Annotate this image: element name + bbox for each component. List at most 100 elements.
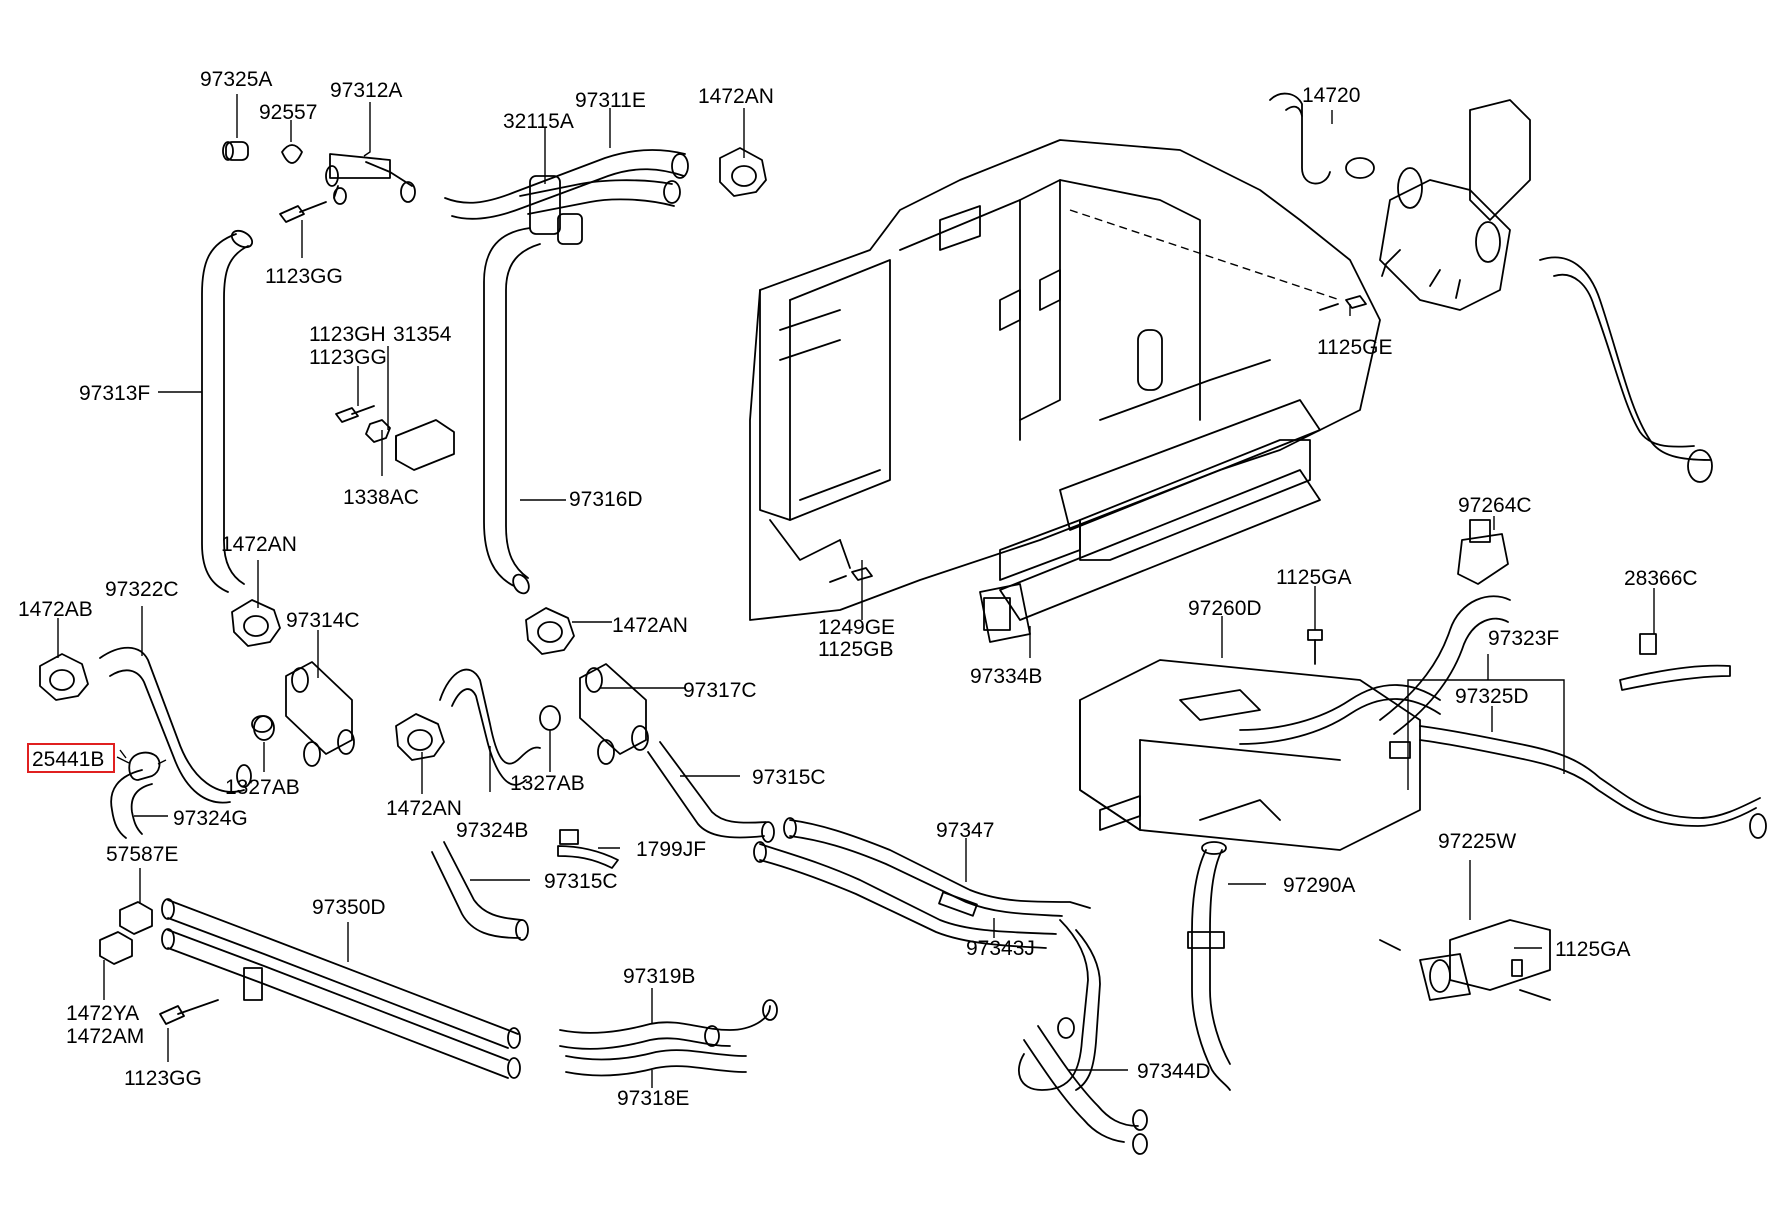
collar-1327AB-b	[539, 705, 561, 731]
label-1338AC[interactable]: 1338AC	[343, 486, 419, 509]
label-1125GB[interactable]: 1125GB	[818, 638, 894, 661]
label-97311E[interactable]: 97311E	[575, 89, 646, 112]
pipe-97311E	[444, 149, 689, 245]
label-14720[interactable]: 14720	[1302, 84, 1360, 107]
label-97344D[interactable]: 97344D	[1137, 1060, 1211, 1083]
label-97350D[interactable]: 97350D	[312, 896, 386, 919]
label-1327AB-a[interactable]: 1327AB	[225, 776, 300, 799]
label-97334B[interactable]: 97334B	[970, 665, 1042, 688]
clamp-1472AB	[39, 653, 89, 701]
sensor-97264C	[1457, 519, 1509, 585]
label-1125GE[interactable]: 1125GE	[1317, 336, 1393, 359]
label-1123GG-a[interactable]: 1123GG	[265, 265, 343, 288]
label-97325A[interactable]: 97325A	[200, 68, 272, 91]
label-97347[interactable]: 97347	[936, 819, 994, 842]
hvac-housing	[749, 139, 1381, 621]
label-97264C[interactable]: 97264C	[1458, 494, 1532, 517]
bolt-1125GA-a	[1307, 629, 1323, 665]
clamp-57587E-1472YA	[99, 901, 153, 965]
label-31354[interactable]: 31354	[393, 323, 452, 346]
valve-97314C	[251, 661, 355, 767]
label-97260D[interactable]: 97260D	[1188, 597, 1262, 620]
label-97312A[interactable]: 97312A	[330, 79, 402, 102]
label-97324B[interactable]: 97324B	[456, 819, 528, 842]
bolt-1123GG-c	[159, 999, 219, 1025]
label-28366C[interactable]: 28366C	[1624, 567, 1698, 590]
label-97324G[interactable]: 97324G	[173, 807, 248, 830]
label-32115A[interactable]: 32115A	[503, 110, 574, 133]
hose-thermostat-outlet	[1539, 256, 1713, 483]
label-97317C[interactable]: 97317C	[683, 679, 757, 702]
label-97323F[interactable]: 97323F	[1488, 627, 1559, 650]
label-97315C-a[interactable]: 97315C	[752, 766, 826, 789]
bolt-1125GA-b	[1511, 959, 1523, 977]
hose-97324B	[439, 668, 541, 786]
hose-14720	[1269, 92, 1331, 185]
clip-1799JF	[557, 829, 619, 869]
clamp-1472AN-c	[525, 607, 575, 655]
part-labels: 97325A 92557 97312A 97311E 32115A 1472AN…	[18, 68, 1698, 1110]
label-1123GH[interactable]: 1123GH	[309, 323, 386, 346]
collar-1327AB-a	[253, 715, 275, 741]
label-1472AN-a[interactable]: 1472AN	[698, 85, 774, 108]
valve-97225W	[1379, 919, 1551, 1001]
label-1125GA-a[interactable]: 1125GA	[1276, 566, 1352, 589]
pipe-97350D	[161, 898, 521, 1079]
clamp-1472AN-a	[719, 147, 767, 197]
pipe-97318E	[565, 1049, 747, 1077]
label-1327AB-b[interactable]: 1327AB	[510, 772, 585, 795]
label-97290A[interactable]: 97290A	[1283, 874, 1355, 897]
label-1249GE[interactable]: 1249GE	[818, 616, 895, 639]
label-1125GA-b[interactable]: 1125GA	[1555, 938, 1631, 961]
clamp-1472AN-d	[395, 713, 445, 761]
hose-97290A	[1187, 841, 1231, 1091]
hose-97315C-b	[431, 841, 529, 941]
canister-97260D	[1079, 595, 1511, 851]
label-1472YA[interactable]: 1472YA	[66, 1002, 139, 1025]
highlight-box-25441B	[27, 743, 115, 773]
label-97316D[interactable]: 97316D	[569, 488, 643, 511]
hose-97316D	[483, 227, 541, 595]
label-97325D[interactable]: 97325D	[1455, 685, 1529, 708]
screw-1249GE	[829, 567, 873, 583]
tie-28366C	[1619, 633, 1731, 691]
label-1123GG-c[interactable]: 1123GG	[124, 1067, 202, 1090]
label-97319B[interactable]: 97319B	[623, 965, 695, 988]
pipe-97347	[753, 817, 1091, 949]
diagram-drawings	[39, 92, 1767, 1155]
label-1472AN-d[interactable]: 1472AN	[386, 797, 462, 820]
label-97318E[interactable]: 97318E	[617, 1087, 689, 1110]
label-97343J[interactable]: 97343J	[966, 937, 1035, 960]
label-25441B[interactable]: 25441B	[32, 748, 104, 771]
bolt-1123GG-a	[279, 201, 327, 223]
hose-97324G	[110, 769, 153, 839]
label-1799JF[interactable]: 1799JF	[636, 838, 706, 861]
hose-97313F	[201, 229, 254, 593]
bracket-31354	[395, 419, 455, 471]
label-1472AN-c[interactable]: 1472AN	[612, 614, 688, 637]
leader-lines	[57, 94, 1655, 1088]
part-92557-clip	[281, 144, 303, 164]
hose-97322C	[99, 646, 252, 804]
label-92557[interactable]: 92557	[259, 101, 317, 124]
clamp-1472AN-b	[231, 599, 281, 647]
label-1123GG-b[interactable]: 1123GG	[309, 346, 387, 369]
hose-97315C-a	[647, 741, 775, 843]
label-97313F[interactable]: 97313F	[79, 382, 150, 405]
label-1472AM[interactable]: 1472AM	[66, 1025, 144, 1048]
label-97315C-b[interactable]: 97315C	[544, 870, 618, 893]
label-97225W[interactable]: 97225W	[1438, 830, 1516, 853]
label-1472AB[interactable]: 1472AB	[18, 598, 93, 621]
duct-97334B	[979, 399, 1321, 643]
part-97325A-cap	[222, 141, 249, 161]
label-57587E[interactable]: 57587E	[106, 843, 178, 866]
part-97312A-tee	[325, 153, 416, 205]
pipe-97319B	[559, 999, 778, 1050]
thermostat-housing	[1345, 99, 1531, 311]
bolt-1123GH	[335, 405, 375, 423]
label-1472AN-b[interactable]: 1472AN	[221, 533, 297, 556]
label-97314C[interactable]: 97314C	[286, 609, 360, 632]
label-97322C[interactable]: 97322C	[105, 578, 179, 601]
pipe-97344D	[1018, 919, 1148, 1155]
